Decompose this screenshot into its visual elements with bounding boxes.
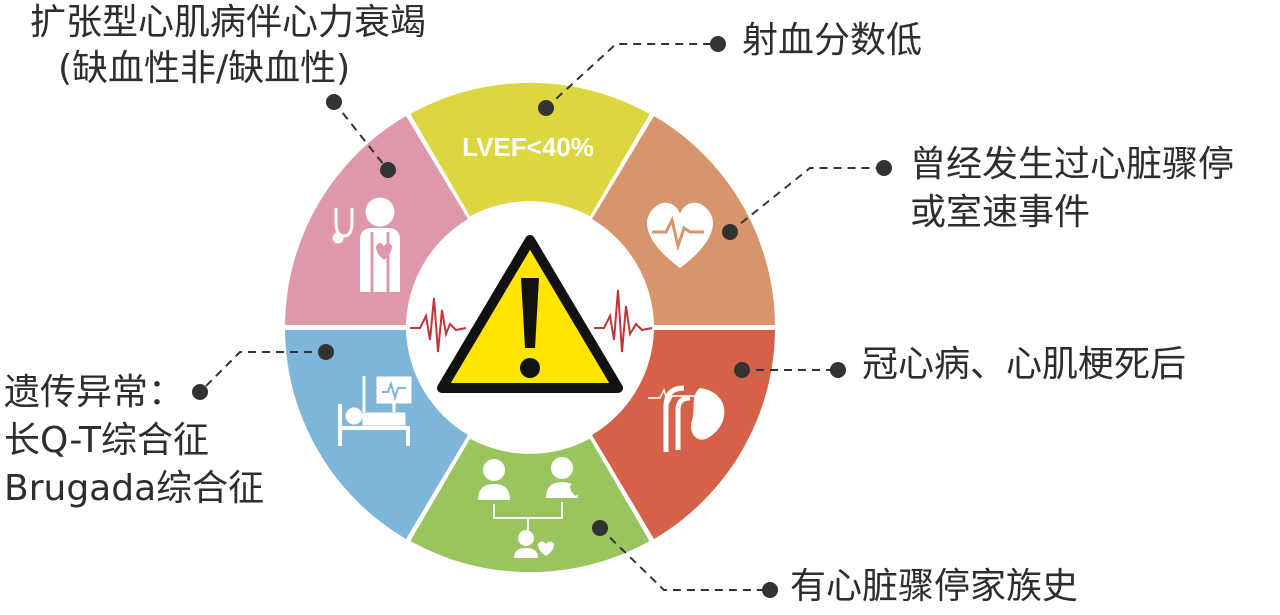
label-genetic-line3: Brugada综合征 <box>4 468 265 509</box>
segment-blue <box>285 330 468 539</box>
hospital-bed-icon <box>338 376 412 446</box>
leader-lines <box>199 43 884 591</box>
ecg-line-right <box>594 289 653 353</box>
label-arrest-line1: 曾经发生过心脏骤停 <box>910 144 1235 185</box>
label-genetic-line2: 长Q-T综合征 <box>4 420 210 461</box>
leader-dots <box>192 36 892 598</box>
label-dcm-line2: (缺血性非/缺血性) <box>58 48 351 89</box>
segment-yellow <box>410 82 650 217</box>
label-family: 有心脏骤停家族史 <box>790 566 1079 607</box>
family-heart-icon <box>478 457 582 558</box>
doctor-heart-icon <box>332 197 400 292</box>
label-cad: 冠心病、心肌梗死后 <box>862 344 1187 385</box>
label-arrest-line2: 或室速事件 <box>910 192 1091 233</box>
label-genetic-line1: 遗传异常： <box>4 372 185 413</box>
ecg-heart-icon <box>648 385 725 452</box>
warning-triangle-icon <box>437 235 623 393</box>
label-low-ef: 射血分数低 <box>742 20 923 61</box>
segment-red <box>592 330 775 539</box>
ecg-line-left <box>410 297 467 353</box>
center-label: LVEF<40% <box>462 132 594 162</box>
heart-pulse-icon <box>647 202 713 268</box>
label-dcm-line1: 扩张型心肌病伴心力衰竭 <box>30 2 427 43</box>
segment-green <box>410 438 650 573</box>
